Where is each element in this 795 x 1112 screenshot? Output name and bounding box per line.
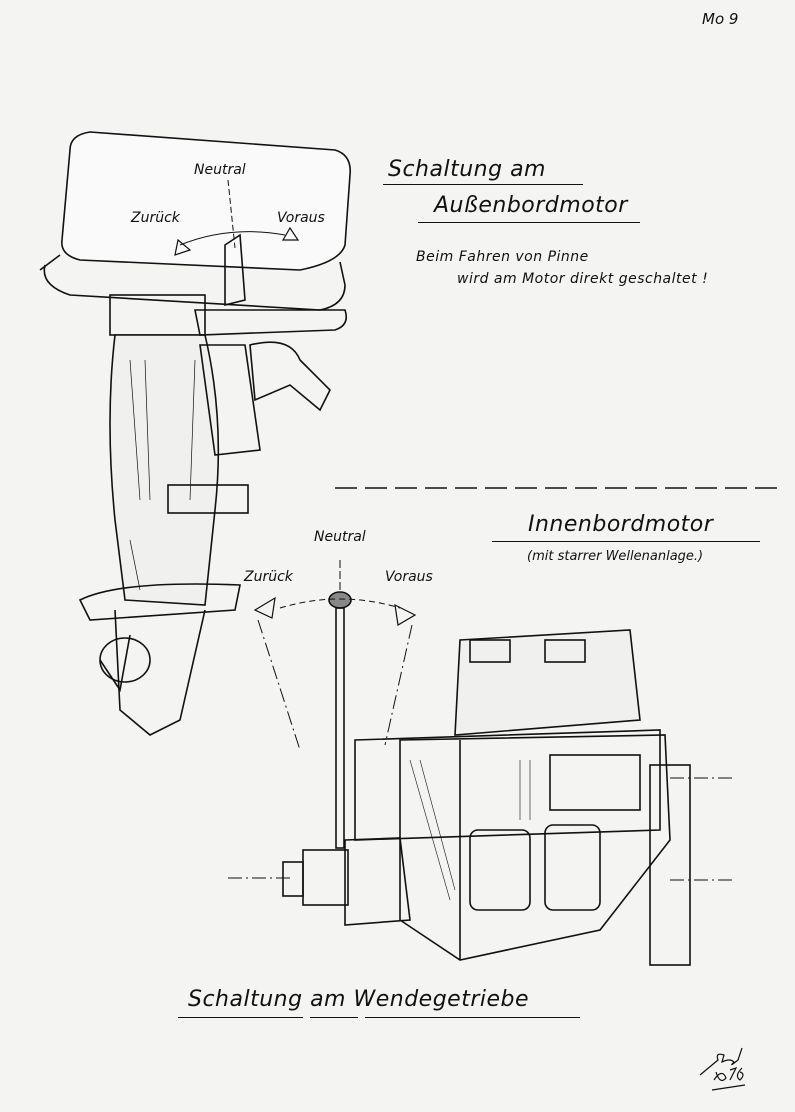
outboard-note-line2: wird am Motor direkt geschaltet ! bbox=[457, 271, 709, 287]
inboard-forward-label: Voraus bbox=[385, 569, 433, 585]
bottom-title: Schaltung am Wendegetriebe bbox=[188, 987, 530, 1012]
signature bbox=[699, 1047, 746, 1091]
outboard-note-line1: Beim Fahren von Pinne bbox=[416, 249, 589, 265]
outboard-motor-drawing bbox=[39, 131, 352, 736]
inboard-neutral-label: Neutral bbox=[314, 529, 366, 545]
outboard-title-line2: Außenbordmotor bbox=[434, 193, 628, 218]
outboard-forward-label: Voraus bbox=[277, 210, 325, 226]
outboard-neutral-label: Neutral bbox=[194, 162, 246, 178]
underline bbox=[492, 541, 760, 542]
underline bbox=[310, 1017, 358, 1018]
inboard-subtitle: (mit starrer Wellenanlage.) bbox=[527, 549, 704, 564]
underline bbox=[418, 222, 640, 223]
outboard-back-label: Zurück bbox=[131, 210, 180, 226]
underline bbox=[178, 1017, 303, 1018]
inboard-engine-drawing bbox=[228, 629, 735, 966]
underline bbox=[383, 184, 583, 185]
shift-lever-drawing bbox=[253, 560, 417, 849]
page-number: Mo 9 bbox=[702, 10, 739, 28]
inboard-title: Innenbordmotor bbox=[528, 512, 714, 537]
inboard-back-label: Zurück bbox=[244, 569, 293, 585]
outboard-title-line1: Schaltung am bbox=[388, 157, 546, 182]
underline bbox=[365, 1017, 580, 1018]
